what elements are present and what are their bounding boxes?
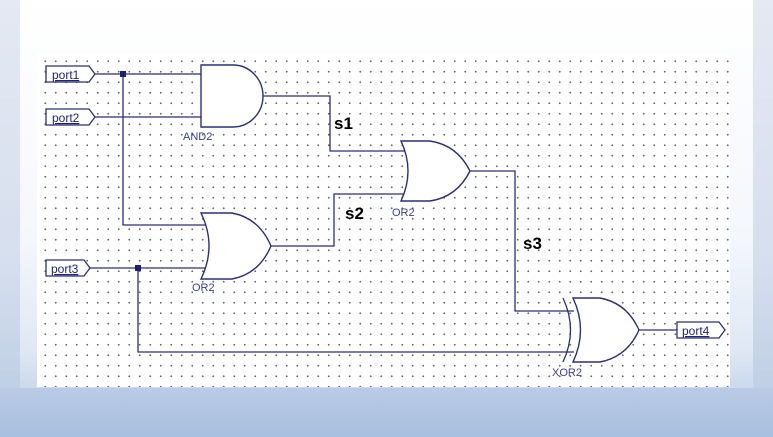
xor-gate[interactable]	[562, 297, 640, 363]
schematic-canvas: port1 port2 port3 port4 AND2 OR2 OR2 XOR…	[37, 53, 730, 387]
port1-terminal[interactable]: port1	[45, 65, 96, 83]
port4-terminal[interactable]: port4	[676, 321, 726, 339]
port4-label: port4	[682, 324, 710, 338]
wire-s3	[470, 170, 574, 312]
or-gate-bottom[interactable]	[199, 212, 272, 280]
and-gate[interactable]	[200, 64, 264, 128]
net-label-s3: s3	[523, 234, 542, 253]
wire-port3-xor	[137, 268, 574, 353]
xor-gate-label: XOR2	[552, 367, 582, 379]
or-gate-top[interactable]	[399, 140, 471, 202]
port3-label: port3	[51, 262, 79, 276]
right-frame-band	[753, 0, 773, 437]
net-label-s1: s1	[334, 114, 353, 133]
junction-port1	[120, 71, 126, 77]
port2-terminal[interactable]: port2	[45, 108, 96, 126]
schematic-diagram: port1 port2 port3 port4 AND2 OR2 OR2 XOR…	[45, 64, 726, 379]
port2-label: port2	[52, 111, 80, 125]
wire-s1	[263, 95, 407, 152]
wire-port1-or-bottom	[122, 74, 207, 226]
port1-label: port1	[52, 68, 80, 82]
junction-port3	[135, 265, 141, 271]
wire-s2	[271, 193, 407, 247]
net-label-s2: s2	[345, 204, 364, 223]
bottom-frame-band	[0, 388, 773, 437]
left-frame-band	[0, 0, 20, 437]
or-gate-top-label: OR2	[392, 207, 415, 219]
and-gate-label: AND2	[183, 131, 212, 143]
port3-terminal[interactable]: port3	[45, 259, 91, 277]
or-gate-bottom-label: OR2	[192, 282, 215, 294]
